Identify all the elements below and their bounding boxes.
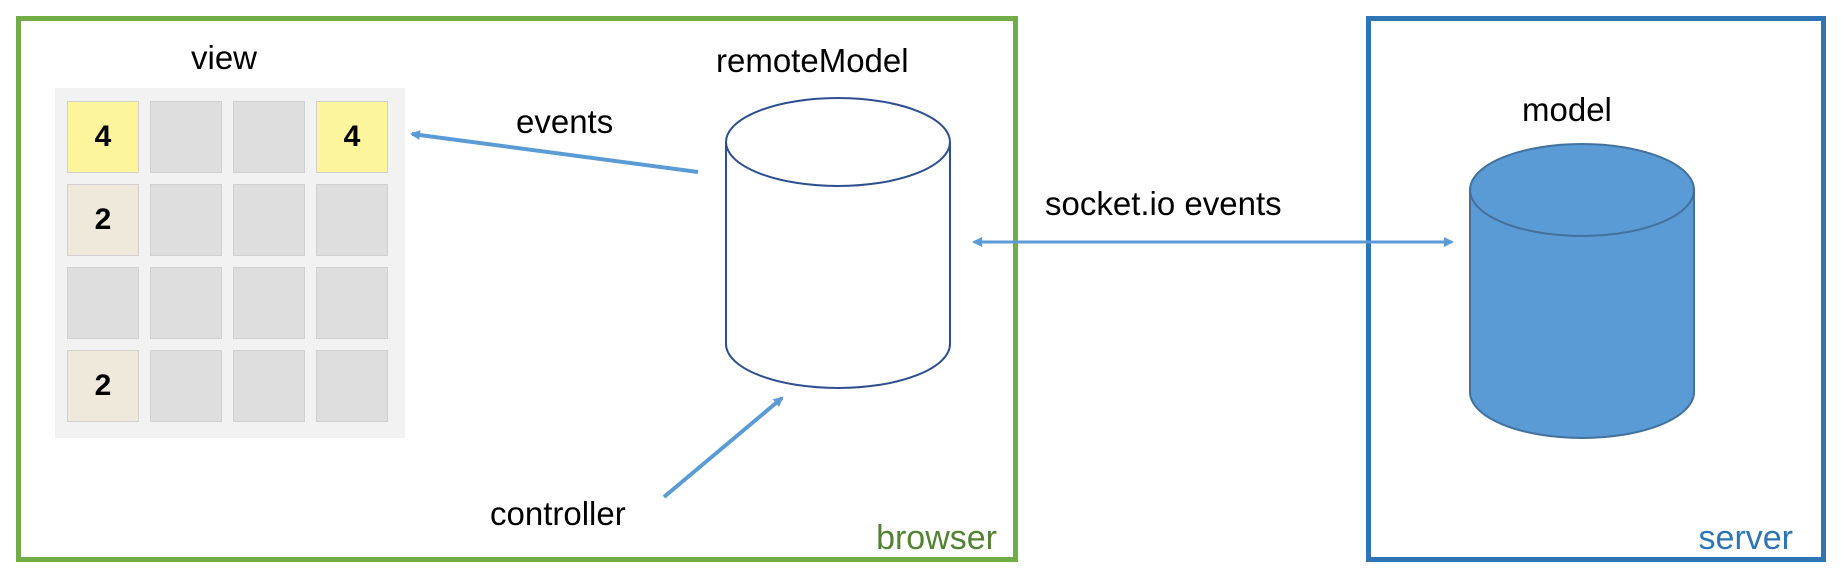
- board-tile: [233, 184, 305, 256]
- browser-container: browser: [16, 16, 1018, 562]
- board-tile: [150, 184, 222, 256]
- board-tile: [150, 267, 222, 339]
- game-board: 4 4 2 2: [55, 88, 405, 438]
- controller-label: controller: [490, 495, 626, 532]
- board-tile: [233, 350, 305, 422]
- browser-label: browser: [876, 519, 997, 557]
- events-label: events: [516, 103, 614, 140]
- board-tile: [150, 350, 222, 422]
- socket-io-events-label: socket.io events: [1045, 185, 1282, 222]
- board-tile: [233, 101, 305, 173]
- model-label: model: [1522, 91, 1612, 128]
- board-tile: [150, 101, 222, 173]
- view-title: view: [191, 39, 258, 76]
- events-arrow: [410, 130, 699, 174]
- remote-model-cylinder: [725, 97, 951, 389]
- controller-arrow: [662, 396, 784, 499]
- board-tile: [233, 267, 305, 339]
- board-tile: 2: [67, 184, 139, 256]
- model-cylinder: [1469, 143, 1695, 439]
- server-label: server: [1698, 519, 1793, 557]
- board-tile: [67, 267, 139, 339]
- server-container: server: [1366, 16, 1826, 562]
- board-tile: [316, 350, 388, 422]
- board-tile: [316, 267, 388, 339]
- board-tile: 4: [316, 101, 388, 173]
- board-tile: 4: [67, 101, 139, 173]
- board-tile: [316, 184, 388, 256]
- board-tile: 2: [67, 350, 139, 422]
- remote-model-label: remoteModel: [716, 42, 909, 79]
